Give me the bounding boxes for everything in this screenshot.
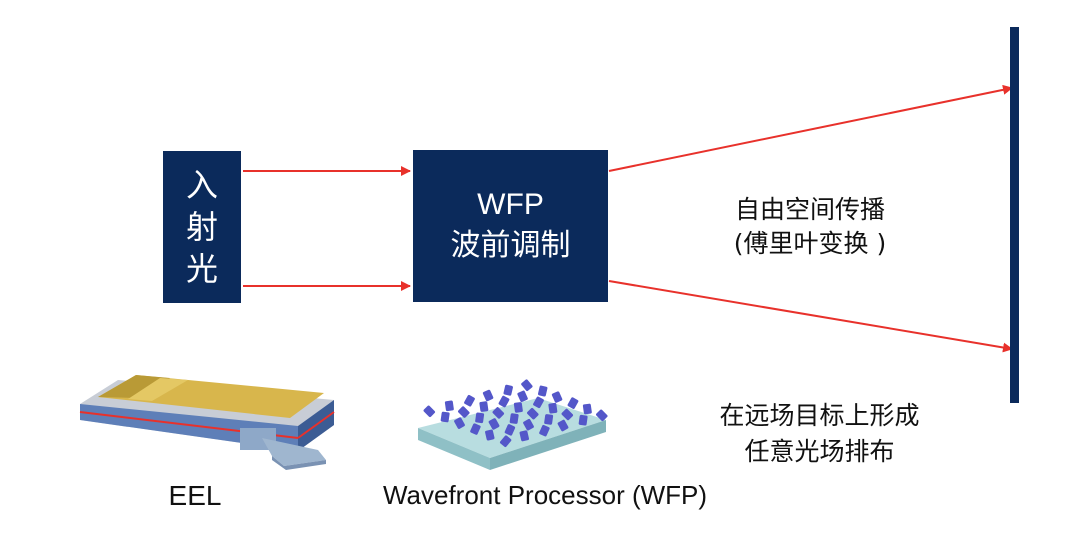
nanopillar (485, 429, 495, 441)
nanopillar (444, 400, 454, 412)
nanopillar (539, 424, 550, 437)
nanopillar (498, 395, 510, 408)
propagation-line1: 自由空间传播 (734, 195, 885, 224)
nanopillar (470, 423, 481, 435)
target-line1: 在远场目标上形成 (719, 401, 920, 430)
nanopillar (561, 408, 574, 421)
nanopillar (527, 407, 539, 420)
target-line2: 任意光场排布 (744, 437, 895, 466)
target-screen (1010, 27, 1019, 403)
target-pattern-label: 在远场目标上形成 任意光场排布 (672, 398, 967, 470)
incident-light-box: 入射光 (163, 151, 241, 303)
propagation-line2: (傅里叶变换 ) (733, 229, 887, 258)
wfp-modulation-box: WFP 波前调制 (413, 150, 608, 302)
nanopillar (488, 418, 500, 430)
nanopillar (544, 414, 554, 425)
wfp-box-subtitle: 波前调制 (450, 228, 571, 263)
output-arrow-bottom (608, 280, 1013, 353)
nanopillar (458, 406, 470, 418)
nanopillar-array (423, 379, 608, 448)
nanopillar (479, 401, 489, 412)
nanopillar (482, 389, 494, 402)
propagation-label: 自由空间传播 (傅里叶变换 ) (690, 193, 930, 261)
eel-chip-illustration (79, 375, 335, 470)
nanopillar (523, 418, 534, 431)
eel-caption: EEL (168, 480, 222, 511)
nanopillar (454, 417, 465, 429)
nanopillar (596, 409, 608, 422)
nanopillar (499, 435, 512, 448)
output-arrow-top (608, 84, 1013, 172)
nanopillar (464, 394, 475, 407)
nanopillar (551, 391, 563, 403)
nanopillar (517, 390, 528, 403)
wfp-box-title: WFP (477, 188, 544, 221)
nanopillar (582, 403, 592, 415)
nanopillar (557, 419, 569, 432)
wfp-caption: Wavefront Processor (WFP) (382, 480, 708, 510)
nanopillar (519, 430, 529, 442)
nanopillar (440, 411, 450, 423)
nanopillar (503, 384, 513, 396)
nanopillar (548, 402, 558, 414)
nanopillar (504, 424, 516, 436)
nanopillar (538, 385, 548, 397)
nanopillar (509, 413, 519, 424)
nanopillar (492, 407, 505, 419)
nanopillar (475, 412, 485, 424)
nanopillar (521, 379, 533, 392)
incident-light-label: 入射光 (185, 166, 218, 288)
nanopillar (423, 405, 436, 418)
nanopillar (533, 396, 544, 409)
nanopillar (567, 397, 579, 409)
nanopillar (513, 402, 523, 413)
nanopillar (578, 414, 588, 426)
